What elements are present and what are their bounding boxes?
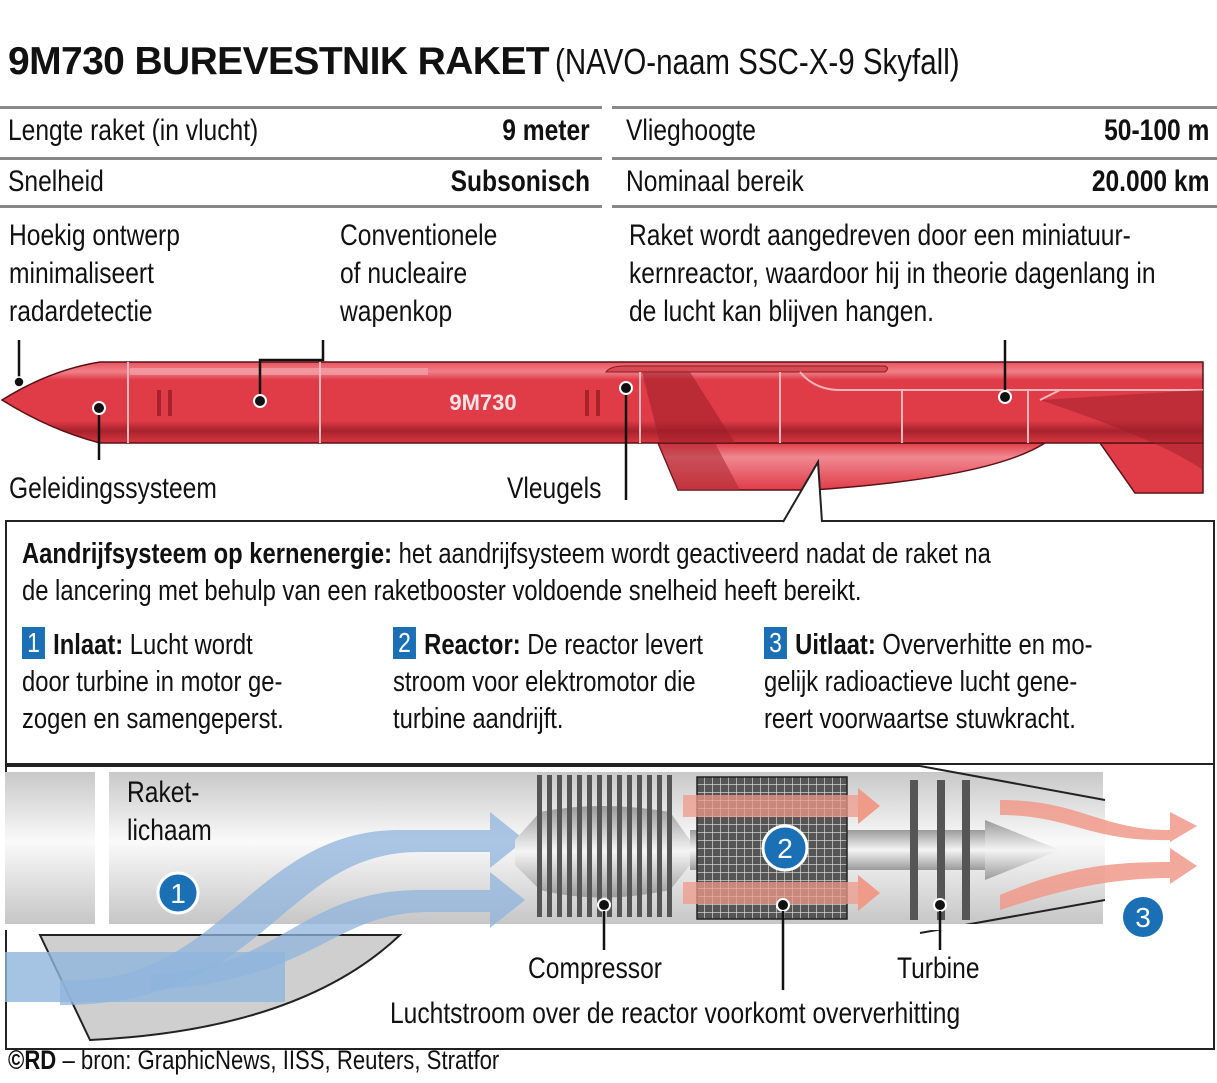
engine-diagram: 1 2 3	[5, 763, 1213, 1042]
spec-row: Snelheid Subsonisch	[0, 157, 602, 208]
spec-label: Snelheid	[8, 165, 104, 198]
spec-row: Lengte raket (in vlucht) 9 meter	[0, 106, 602, 157]
label-line: Raket-	[127, 776, 200, 809]
step-text: Oververhitte en mo-	[882, 629, 1093, 661]
step-title: Uitlaat:	[795, 629, 876, 661]
missile-marking: 9M730	[449, 390, 516, 415]
callout-line: minimaliseert	[9, 257, 154, 290]
source-credit: ©RD – bron: GraphicNews, IISS, Reuters, …	[8, 1045, 499, 1076]
callout-reactor: Raket wordt aangedreven door een miniatu…	[629, 217, 1156, 331]
divider	[822, 520, 1215, 522]
title-subtitle: (NAVO-naam SSC-X-9 Skyfall)	[554, 41, 960, 82]
divider	[5, 520, 783, 522]
callout-line: of nucleaire	[340, 257, 468, 290]
step-text: zogen en samengeperst.	[22, 703, 284, 735]
spec-table-right: Vlieghoogte 50-100 m Nominaal bereik 20.…	[612, 106, 1217, 208]
propulsion-text-1: het aandrijfsysteem wordt geactiveerd na…	[398, 538, 991, 570]
spec-label: Lengte raket (in vlucht)	[8, 114, 259, 147]
turbine-label: Turbine	[897, 952, 980, 985]
step-text: De reactor levert	[527, 629, 704, 661]
compressor-label: Compressor	[528, 952, 662, 985]
title-main: 9M730 BUREVESTNIK RAKET	[8, 40, 550, 83]
spec-row: Nominaal bereik 20.000 km	[612, 157, 1217, 208]
propulsion-intro: Aandrijfsysteem op kernenergie: het aand…	[22, 536, 991, 610]
propulsion-heading: Aandrijfsysteem op kernenergie:	[22, 538, 393, 570]
marker-label: 3	[1135, 902, 1151, 933]
spec-value: 50-100 m	[1103, 114, 1209, 147]
label-line: lichaam	[127, 814, 212, 847]
step-text: turbine aandrijft.	[393, 703, 564, 735]
callout-line: kernreactor, waardoor hij in theorie dag…	[629, 257, 1156, 290]
step-text: stroom voor elektromotor die	[393, 666, 696, 698]
step-text: reert voorwaartse stuwkracht.	[764, 703, 1076, 735]
callout-line: Conventionele	[340, 219, 498, 252]
step-title: Inlaat:	[53, 629, 124, 661]
callout-line: wapenkop	[340, 295, 453, 328]
step-title: Reactor:	[424, 629, 521, 661]
step-badge: 3	[764, 627, 787, 659]
airflow-label: Luchtstroom over de reactor voorkomt ove…	[390, 997, 961, 1030]
marker-3: 3	[1123, 897, 1163, 937]
step-text: door turbine in motor ge-	[22, 666, 283, 698]
callout-design: Hoekig ontwerp minimaliseert radardetect…	[9, 217, 180, 331]
spec-table-left: Lengte raket (in vlucht) 9 meter Snelhei…	[0, 106, 602, 208]
step-badge: 1	[22, 627, 45, 659]
spec-label: Nominaal bereik	[626, 165, 804, 198]
callout-wings: Vleugels	[507, 472, 602, 505]
callout-guidance: Geleidingssysteem	[9, 472, 217, 505]
spec-row: Vlieghoogte 50-100 m	[612, 106, 1217, 157]
marker-1: 1	[156, 871, 200, 915]
rocket-body-label: Raket- lichaam	[127, 774, 212, 850]
spec-value: 20.000 km	[1091, 165, 1209, 198]
page-title: 9M730 BUREVESTNIK RAKET(NAVO-naam SSC-X-…	[8, 40, 1048, 84]
callout-line: radardetectie	[9, 295, 153, 328]
callout-line: de lucht kan blijven hangen.	[629, 295, 935, 328]
marker-2: 2	[761, 824, 809, 872]
missile-illustration: 9M730	[0, 340, 1204, 523]
copyright: ©RD	[8, 1045, 57, 1075]
step-text: gelijk radioactieve lucht gene-	[764, 666, 1078, 698]
step-badge: 2	[393, 627, 416, 659]
callout-line: Raket wordt aangedreven door een miniatu…	[629, 219, 1131, 252]
callout-line: Hoekig ontwerp	[9, 219, 180, 252]
propulsion-text-2: de lancering met behulp van een raketboo…	[22, 575, 862, 607]
spec-value: 9 meter	[502, 114, 590, 147]
source-text: – bron: GraphicNews, IISS, Reuters, Stra…	[56, 1045, 500, 1075]
marker-label: 1	[170, 878, 186, 909]
spec-value: Subsonisch	[450, 165, 590, 198]
step-text: Lucht wordt	[129, 629, 253, 661]
spec-label: Vlieghoogte	[626, 114, 756, 147]
callout-warhead: Conventionele of nucleaire wapenkop	[340, 217, 497, 331]
marker-label: 2	[777, 833, 793, 864]
